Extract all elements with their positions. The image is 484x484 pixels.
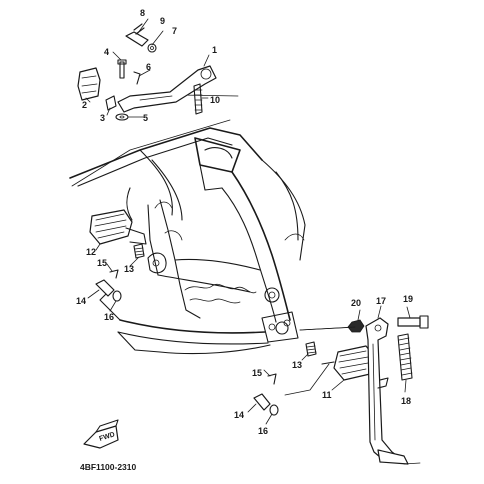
stand-bolt xyxy=(397,317,421,327)
callout-11: 11 xyxy=(322,390,332,400)
washer-16b xyxy=(269,404,279,416)
left-footrest-assembly xyxy=(87,209,147,312)
callout-6: 6 xyxy=(146,62,151,72)
callout-18: 18 xyxy=(401,396,411,406)
clip-part xyxy=(105,95,117,111)
callout-3: 3 xyxy=(100,113,105,123)
callout-15a: 15 xyxy=(97,258,107,268)
diagram-code: 4BF1100-2310 xyxy=(80,462,137,472)
callout-15b: 15 xyxy=(252,368,262,378)
cotter-pin-15b xyxy=(267,373,277,385)
pin-6 xyxy=(133,71,141,85)
callout-labels: 1 2 3 4 5 6 7 8 9 10 11 12 13 13 14 14 1… xyxy=(76,8,413,436)
pin-14a xyxy=(95,279,115,297)
callout-14b: 14 xyxy=(234,410,244,420)
callout-17: 17 xyxy=(376,296,386,306)
callout-14a: 14 xyxy=(76,296,86,306)
callout-20: 20 xyxy=(351,298,361,308)
cotter-pin-9 xyxy=(133,23,145,35)
pin-14b xyxy=(253,393,271,411)
callout-4: 4 xyxy=(104,47,109,57)
callout-8: 8 xyxy=(140,8,145,18)
stand-nut xyxy=(347,319,365,333)
shift-pedal xyxy=(117,65,217,113)
washer-16a xyxy=(112,290,122,302)
cotter-pin-15a xyxy=(109,269,119,279)
spring-13a xyxy=(133,243,145,259)
callout-16a: 16 xyxy=(104,312,114,322)
footrest-left xyxy=(89,209,133,245)
fwd-label: FWD xyxy=(98,431,115,443)
callout-2: 2 xyxy=(82,100,87,110)
callout-13a: 13 xyxy=(124,264,134,274)
right-footrest-assembly xyxy=(247,341,375,425)
fwd-arrow-icon: FWD xyxy=(83,419,119,449)
callout-7: 7 xyxy=(172,26,177,36)
sidestand xyxy=(365,317,401,463)
sidestand-assembly xyxy=(299,305,429,465)
washer-5 xyxy=(115,113,129,121)
washer-7 xyxy=(147,43,157,53)
pedal-bolt xyxy=(119,61,125,79)
callout-12: 12 xyxy=(86,247,96,257)
callout-19: 19 xyxy=(403,294,413,304)
frame xyxy=(69,127,306,355)
callout-16b: 16 xyxy=(258,426,268,436)
callout-13b: 13 xyxy=(292,360,302,370)
shift-pedal-assembly xyxy=(77,18,217,121)
callout-10: 10 xyxy=(210,95,220,105)
spring-13b xyxy=(305,341,317,357)
stand-spring xyxy=(397,333,413,381)
callout-9: 9 xyxy=(160,16,165,26)
callout-5: 5 xyxy=(143,113,148,123)
callout-1: 1 xyxy=(212,45,217,55)
